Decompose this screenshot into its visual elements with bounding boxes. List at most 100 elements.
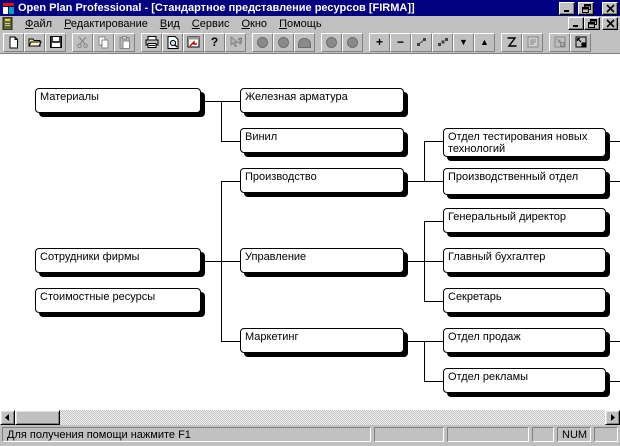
- print-preview-button[interactable]: [162, 32, 183, 52]
- resource-node-general-director[interactable]: Генеральный директор: [443, 208, 606, 233]
- resource-node-advertising-dept[interactable]: Отдел рекламы: [443, 368, 606, 393]
- connector-line: [424, 301, 443, 302]
- menu-file[interactable]: Файл: [25, 17, 53, 30]
- resource-node-secretary[interactable]: Секретарь: [443, 288, 606, 313]
- document-icon[interactable]: [2, 17, 15, 30]
- circle-icon: [347, 36, 358, 48]
- move-down-button[interactable]: ▼: [453, 32, 474, 52]
- resource-node-testing-dept[interactable]: Отдел тестирования новых технологий: [443, 128, 606, 157]
- close-button[interactable]: [602, 1, 618, 15]
- restore-icon: [581, 3, 591, 13]
- resource-node-materials[interactable]: Материалы: [35, 88, 201, 113]
- cut-button[interactable]: [72, 32, 93, 52]
- notes-icon: [527, 36, 538, 48]
- zigzag-button[interactable]: [501, 32, 522, 52]
- scrollbar-thumb[interactable]: [15, 410, 60, 425]
- scroll-right-button[interactable]: [605, 410, 620, 425]
- scroll-left-button[interactable]: [0, 410, 15, 425]
- app-icon[interactable]: [2, 1, 15, 15]
- connector-line: [221, 141, 240, 142]
- minimize-icon: [563, 9, 569, 12]
- resource-node-management[interactable]: Управление: [240, 248, 404, 273]
- circle-icon: [257, 36, 268, 48]
- resource-node-vinyl[interactable]: Винил: [240, 128, 404, 153]
- help-button[interactable]: ?: [204, 32, 225, 52]
- copy-button[interactable]: [93, 32, 114, 52]
- help-icon: ?: [210, 35, 219, 49]
- printer-icon: [145, 36, 158, 48]
- circle-tool-2-button[interactable]: [321, 32, 342, 52]
- status-pane-2: [447, 427, 529, 442]
- resource-node-production[interactable]: Производство: [240, 168, 404, 193]
- menu-edit[interactable]: Редактирование: [64, 17, 148, 30]
- horizontal-scrollbar[interactable]: [0, 410, 620, 425]
- collapse-button[interactable]: −: [390, 32, 411, 52]
- svg-text:?: ?: [238, 37, 242, 46]
- menu-service[interactable]: Сервис: [191, 17, 230, 30]
- fit-selection-button[interactable]: [549, 32, 570, 52]
- connector-line: [424, 181, 443, 182]
- expand-button[interactable]: +: [369, 32, 390, 52]
- new-button[interactable]: [3, 32, 24, 52]
- up-arrow-icon: ▲: [480, 36, 489, 47]
- minimize-button[interactable]: [559, 1, 575, 15]
- resource-node-marketing[interactable]: Маркетинг: [240, 328, 404, 353]
- menu-help[interactable]: Помощь: [279, 17, 322, 30]
- open-view-button[interactable]: [183, 32, 204, 52]
- context-help-button[interactable]: ?: [225, 32, 246, 52]
- arch-tool-button[interactable]: [294, 32, 315, 52]
- circle-tool-button[interactable]: [252, 32, 273, 52]
- resource-node-cost-resources[interactable]: Стоимостные ресурсы: [35, 288, 201, 313]
- menu-window[interactable]: Окно: [241, 17, 268, 30]
- resource-node-label: Отдел рекламы: [448, 371, 529, 383]
- new-document-icon: [9, 36, 18, 48]
- child-close-button[interactable]: [602, 17, 618, 30]
- connector-line: [424, 341, 443, 342]
- steps-button[interactable]: [432, 32, 453, 52]
- fit-selection-icon: [554, 36, 565, 48]
- resource-node-sales-dept[interactable]: Отдел продаж: [443, 328, 606, 353]
- resource-node-employees[interactable]: Сотрудники фирмы: [35, 248, 201, 273]
- resource-node-iron[interactable]: Железная арматура: [240, 88, 404, 113]
- circle-tool-3-button[interactable]: [342, 32, 363, 52]
- resource-node-label: Отдел продаж: [448, 331, 521, 343]
- steps-dots-icon: [437, 38, 448, 46]
- open-button[interactable]: [24, 32, 45, 52]
- connector-line: [607, 181, 620, 182]
- resource-node-label: Главный бухгалтер: [448, 251, 546, 263]
- connector-line: [404, 181, 424, 182]
- connector-line: [424, 141, 443, 142]
- resource-node-label: Производство: [245, 171, 317, 183]
- child-restore-button[interactable]: [584, 17, 600, 30]
- num-lock-indicator: NUM: [557, 427, 591, 442]
- resource-node-label: Винил: [245, 131, 278, 143]
- close-icon: [605, 19, 615, 28]
- save-button[interactable]: [45, 32, 66, 52]
- down-arrow-icon: ▼: [459, 36, 468, 47]
- link-nodes-button[interactable]: [411, 32, 432, 52]
- circle-help-tool-button[interactable]: [273, 32, 294, 52]
- status-pane-1: [374, 427, 444, 442]
- resource-node-production-dept[interactable]: Производственный отдел: [443, 168, 606, 195]
- connector-line: [201, 261, 221, 262]
- connector-line: [607, 381, 620, 382]
- move-up-button[interactable]: ▲: [474, 32, 495, 52]
- connector-line: [424, 221, 443, 222]
- resource-node-chief-accountant[interactable]: Главный бухгалтер: [443, 248, 606, 273]
- close-icon: [605, 3, 615, 13]
- minimize-icon: [572, 25, 578, 27]
- resource-node-label: Железная арматура: [245, 91, 348, 103]
- print-preview-icon: [167, 35, 178, 49]
- fit-window-button[interactable]: [570, 32, 591, 52]
- paste-button[interactable]: [114, 32, 135, 52]
- child-minimize-button[interactable]: [568, 17, 584, 30]
- resource-node-label: Маркетинг: [245, 331, 299, 343]
- connector-line: [424, 341, 425, 382]
- print-button[interactable]: [141, 32, 162, 52]
- copy-icon: [98, 36, 108, 48]
- menu-view[interactable]: Вид: [159, 17, 180, 30]
- restore-button[interactable]: [578, 1, 594, 15]
- view-window-icon: [187, 36, 200, 48]
- toolbar: ? ?: [0, 31, 620, 54]
- notes-button[interactable]: [522, 32, 543, 52]
